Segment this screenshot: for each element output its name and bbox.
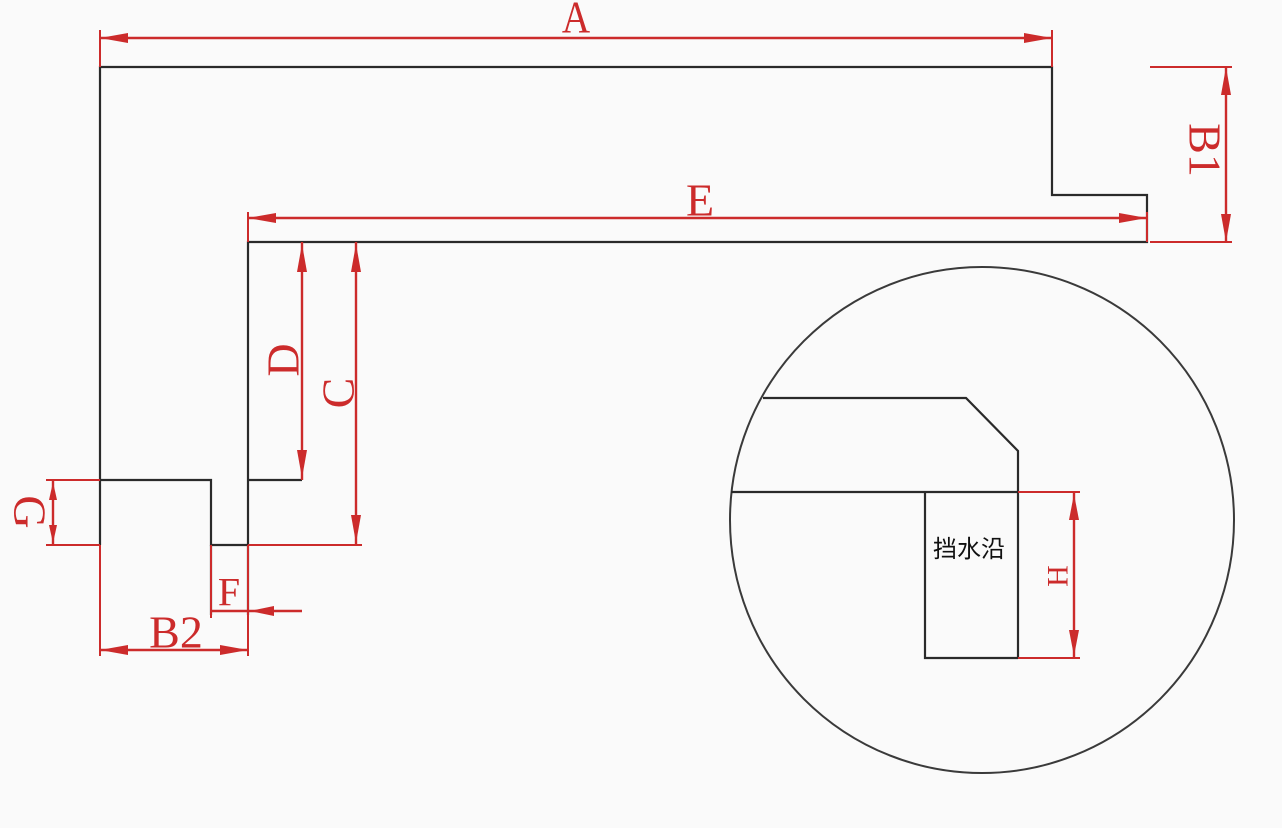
bottom-step-outline xyxy=(100,478,248,547)
dim-c-arrow-bottom xyxy=(351,515,361,543)
dim-b1-arrow-top xyxy=(1221,67,1231,95)
dimension-d: D xyxy=(258,242,309,480)
detail-top-edge xyxy=(763,396,1020,658)
dim-b2-arrow-left xyxy=(100,645,128,655)
dim-f-arrow xyxy=(250,606,274,616)
dimension-c: C xyxy=(248,242,364,546)
dim-f-label: F xyxy=(218,570,240,615)
detail-lip-box xyxy=(923,492,1018,660)
dim-g-arrow-top xyxy=(49,482,57,500)
dim-a-arrow-left xyxy=(100,33,128,43)
countertop-outline xyxy=(98,65,1149,615)
dim-d-arrow-top xyxy=(297,244,307,272)
dim-h-label: H xyxy=(1042,565,1075,587)
dim-e-arrow-right xyxy=(1119,213,1147,223)
dim-h-arrow-bottom xyxy=(1069,630,1079,656)
dim-d-label: D xyxy=(258,343,309,376)
dimension-b1: B1 xyxy=(1150,66,1232,243)
dim-g-arrow-bottom xyxy=(49,525,57,543)
dimension-f: F xyxy=(210,545,302,618)
dim-e-label: E xyxy=(686,175,714,226)
outer-outline xyxy=(98,65,1149,615)
dim-d-arrow-bottom xyxy=(297,450,307,478)
dim-b2-label: B2 xyxy=(149,607,203,658)
detail-view: 挡水沿 H xyxy=(729,266,1235,774)
dim-b2-arrow-right xyxy=(220,645,248,655)
dimension-e: E xyxy=(247,175,1148,242)
detail-note-label: 挡水沿 xyxy=(933,535,1005,563)
dim-a-label: A xyxy=(562,0,590,43)
dim-c-arrow-top xyxy=(351,244,361,272)
detail-circle xyxy=(729,266,1235,774)
dimension-a: A xyxy=(99,0,1053,67)
dim-b1-label: B1 xyxy=(1180,123,1231,177)
dim-h-arrow-top xyxy=(1069,494,1079,520)
dim-e-arrow-left xyxy=(248,213,276,223)
dim-c-label: C xyxy=(313,378,364,409)
dimension-g: G xyxy=(5,479,100,546)
dim-b1-arrow-bottom xyxy=(1221,214,1231,242)
dimension-b2: B2 xyxy=(99,545,249,658)
dim-g-label: G xyxy=(5,495,56,528)
dim-a-arrow-right xyxy=(1024,33,1052,43)
